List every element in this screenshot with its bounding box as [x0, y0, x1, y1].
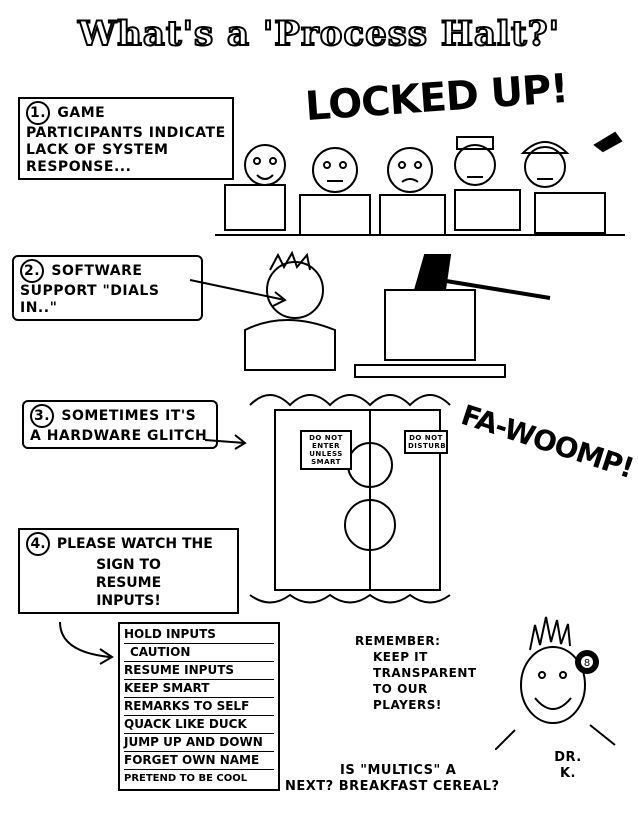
step-text: Software support "dials in.."	[20, 263, 160, 316]
dr-k-caricature: 8	[495, 616, 616, 750]
step-number: 2.	[20, 259, 44, 283]
sign-item: Quack like duck	[124, 716, 274, 734]
sign-item: Remarks to self	[124, 698, 274, 716]
participant-face-icon	[387, 147, 433, 193]
arrow-icon	[204, 439, 246, 444]
step-4-caption: 4. Please watch the sign to resume input…	[18, 528, 239, 614]
step-number: 3.	[30, 404, 54, 428]
face-icon	[520, 646, 586, 724]
step-2-caption: 2. Software support "dials in.."	[12, 255, 203, 321]
participant-face-icon	[520, 141, 570, 188]
page-title: What's a 'Process Halt?'	[77, 13, 561, 55]
step-text-line: resume	[95, 575, 162, 591]
question-line-2: Breakfast cereal?	[338, 779, 500, 794]
step-number: 4.	[26, 532, 50, 556]
axe-icon	[414, 254, 452, 291]
step-text: Game participants indicate lack of syste…	[26, 105, 226, 175]
arrow-icon	[189, 279, 286, 301]
computer-terminal-icon	[224, 184, 606, 236]
participant-face-icon	[454, 136, 496, 186]
status-sign-list: Hold inputs Caution Resume inputs Keep s…	[118, 622, 280, 791]
remember-heading: Remember:	[355, 634, 441, 648]
fa-woomp-sound-effect: FA-WOOMP!	[457, 398, 638, 485]
keyboard-icon	[354, 364, 506, 378]
question-prefix: Next?	[285, 779, 334, 794]
sign-item: Jump up and down	[124, 734, 274, 752]
multics-question: Is "Multics" a Next? Breakfast cereal?	[285, 763, 500, 795]
participants-illustration	[215, 131, 625, 236]
computer-monitor-icon	[384, 289, 476, 361]
sign-item: Resume inputs	[124, 662, 274, 680]
remember-note: Remember: Keep it transparent to our pla…	[355, 633, 493, 713]
sign-item: Forget own name	[124, 752, 274, 770]
eight-ball-number: 8	[584, 658, 590, 669]
cabinet-doors-icon	[274, 409, 441, 591]
technician-head-icon	[266, 261, 324, 319]
door-sign-left: Do not enter unless smart	[300, 430, 352, 470]
step-3-caption: 3. Sometimes it's a hardware glitch	[22, 400, 218, 449]
hardware-cabinet-illustration	[204, 394, 451, 604]
participant-face-icon	[312, 147, 358, 193]
arrow-icon	[59, 622, 114, 665]
sign-item: Caution	[124, 644, 274, 662]
participant-face-icon	[244, 144, 286, 186]
pistol-icon	[593, 131, 623, 153]
step-text-line: inputs!	[96, 593, 161, 609]
locked-up-exclamation: LOCKED UP!	[303, 65, 570, 131]
step-1-caption: 1. Game participants indicate lack of sy…	[18, 97, 234, 180]
sign-item: Pretend to be cool	[124, 773, 248, 784]
door-sign-right: Do not disturb	[404, 430, 448, 454]
step-text: Sometimes it's a hardware glitch	[30, 408, 208, 444]
signature: Dr. K.	[554, 750, 582, 781]
sign-item: Hold inputs	[124, 626, 274, 644]
sign-item: Keep smart	[124, 680, 274, 698]
software-support-illustration	[189, 250, 551, 378]
step-number: 1.	[26, 101, 50, 125]
question-line-1: Is "Multics" a	[340, 763, 457, 778]
step-text-line: sign to	[96, 557, 161, 573]
step-text-line: Please watch the	[56, 536, 213, 552]
technician-body-icon	[244, 319, 336, 371]
remember-text: Keep it transparent to our players!	[373, 650, 477, 712]
